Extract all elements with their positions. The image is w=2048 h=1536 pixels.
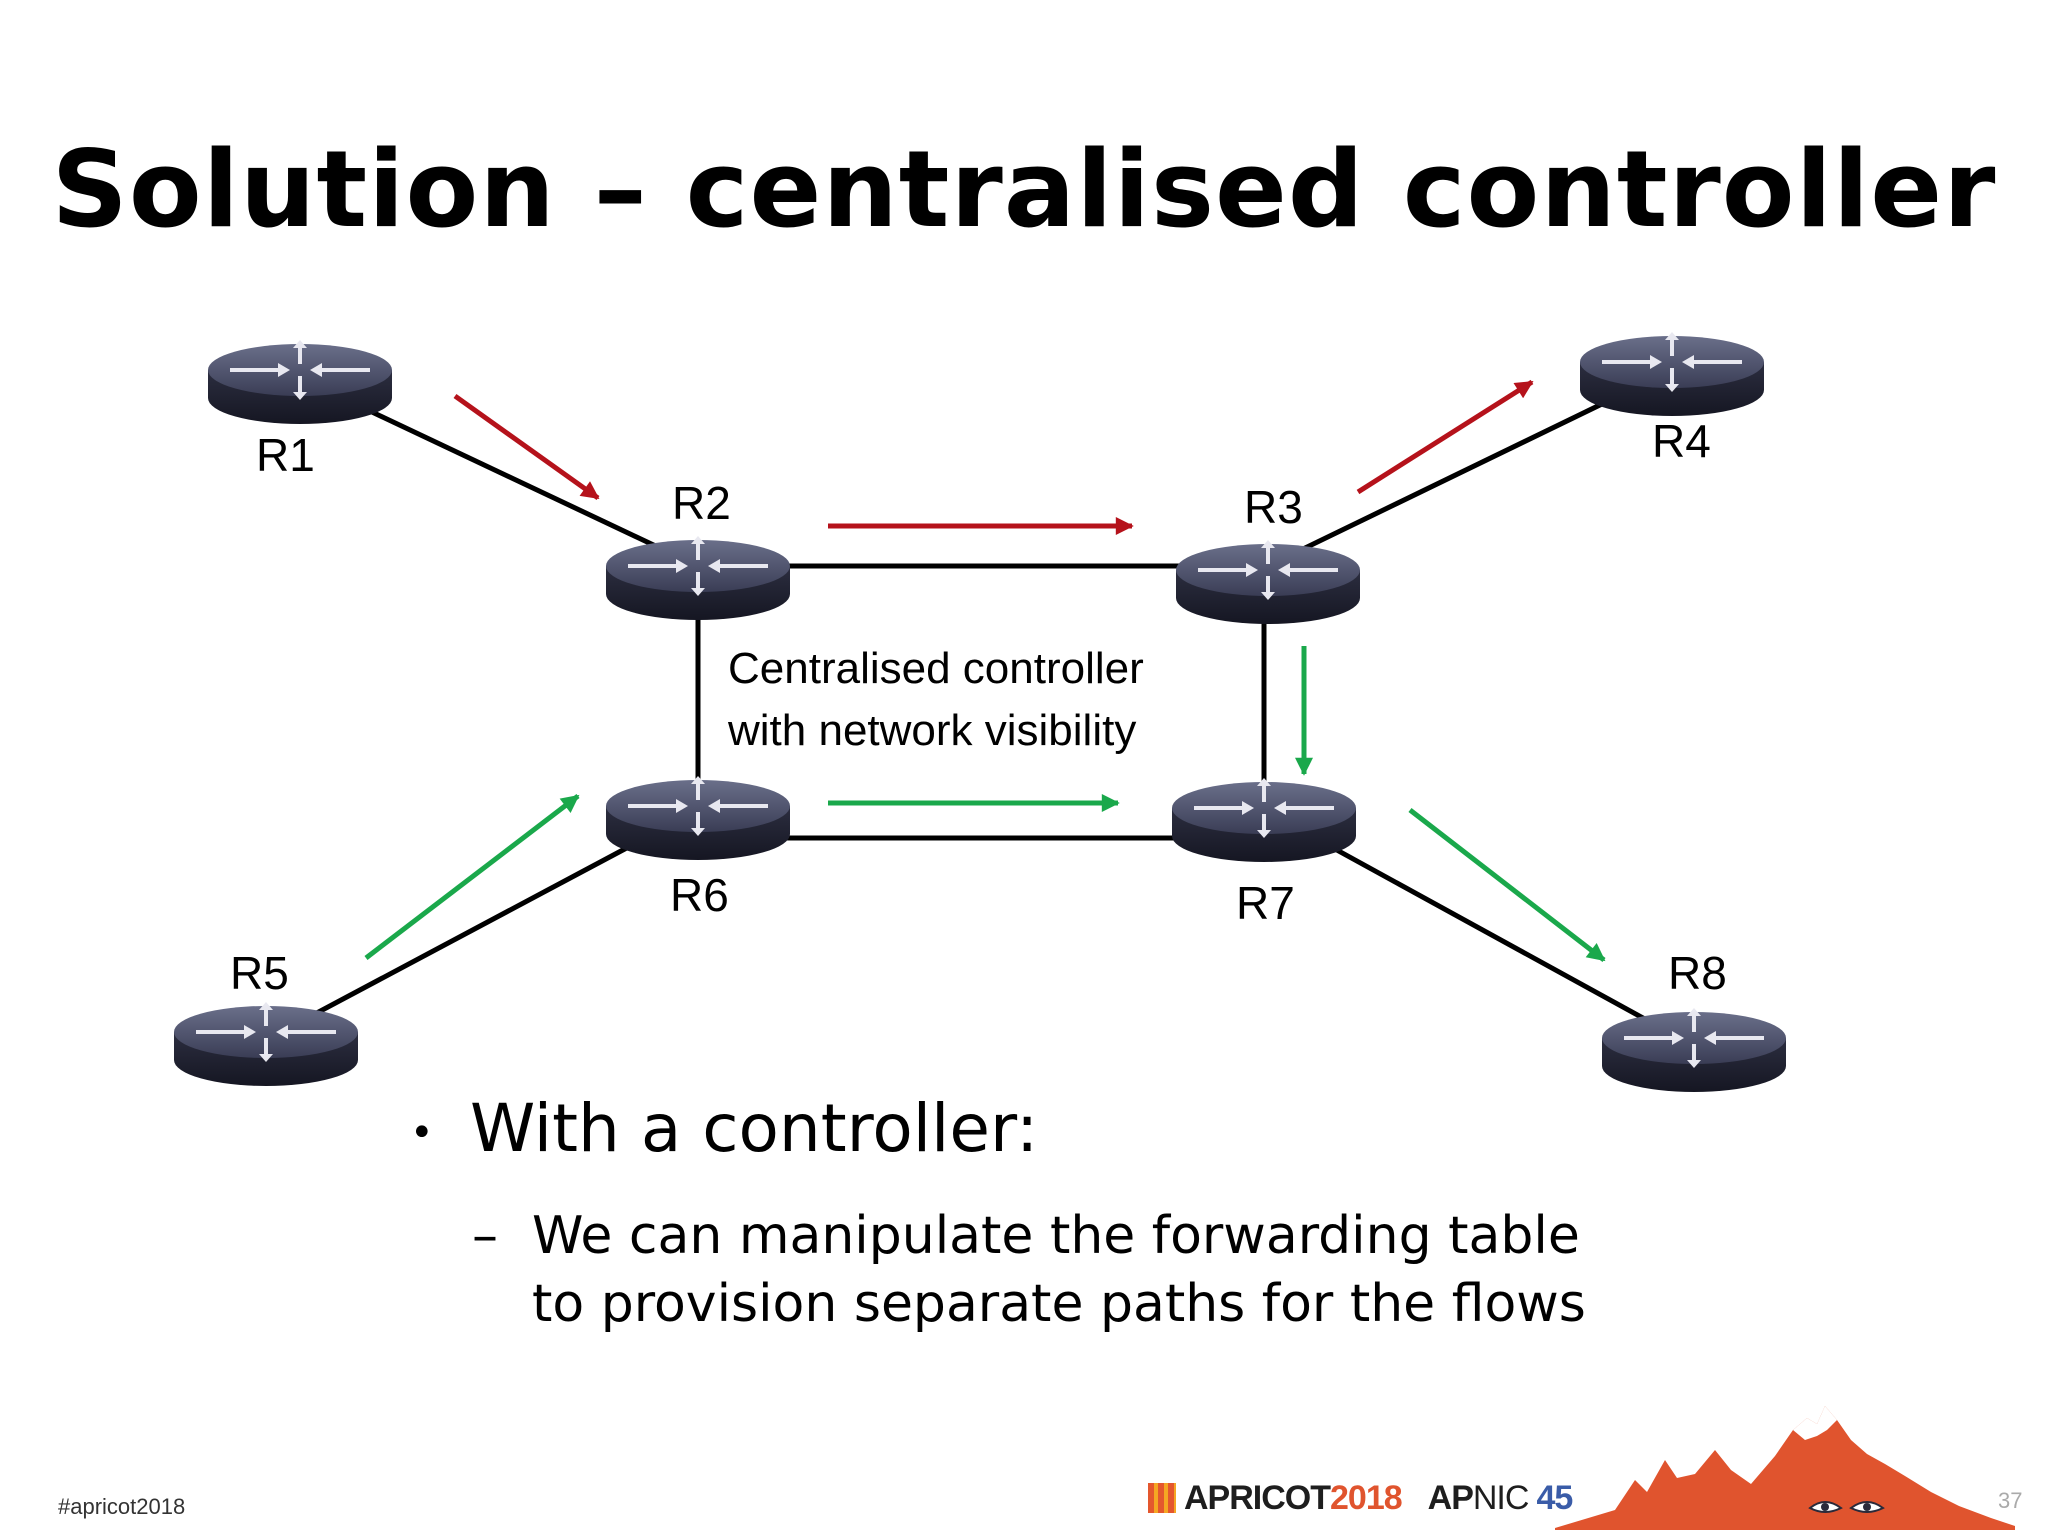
controller-note-line-2: with network visibility — [728, 706, 1137, 755]
page-number: 37 — [1998, 1488, 2023, 1513]
sub-bullet-dash-icon: – — [472, 1206, 498, 1266]
router-r1-icon — [206, 338, 394, 426]
router-r2-icon — [604, 534, 792, 622]
flow-arrow-r7-r8 — [1408, 808, 1606, 962]
apricot-logo: APRICOT2018 — [1184, 1478, 1403, 1517]
router-label-r1: R1 — [256, 429, 315, 481]
main-bullet-text: With a controller: — [470, 1090, 1039, 1167]
router-r7-icon — [1170, 776, 1358, 864]
router-r3-icon — [1174, 538, 1362, 626]
flow-arrow-r1-r2 — [453, 393, 600, 501]
flow-arrow-r5-r6 — [364, 794, 580, 960]
mountain-temple-logo-icon — [1555, 1406, 2015, 1530]
router-label-r8: R8 — [1668, 947, 1727, 999]
router-r5-icon — [172, 1000, 360, 1088]
router-label-r4: R4 — [1652, 415, 1711, 467]
router-label-r3: R3 — [1244, 481, 1303, 533]
router-label-r2: R2 — [672, 477, 731, 529]
router-r8-icon — [1600, 1006, 1788, 1094]
apricot-logo-icon — [1148, 1483, 1176, 1513]
controller-note-line-1: Centralised controller — [728, 644, 1144, 693]
main-bullet: • With a controller: — [410, 1090, 1038, 1167]
bullet-dot-icon: • — [410, 1109, 434, 1156]
sub-bullet-line-1: We can manipulate the forwarding table — [532, 1206, 1580, 1266]
router-label-r6: R6 — [670, 869, 729, 921]
slide-title: Solution – centralised controller — [51, 128, 1997, 251]
flow-arrow-r3-r4 — [1356, 379, 1534, 495]
router-r4-icon — [1578, 330, 1766, 418]
footer-hashtag: #apricot2018 — [58, 1494, 186, 1519]
router-r6-icon — [604, 774, 792, 862]
controller-note: Centralised controller with network visi… — [728, 638, 1144, 762]
router-label-r7: R7 — [1236, 877, 1295, 929]
router-label-r5: R5 — [230, 947, 289, 999]
sub-bullet-line-2: to provision separate paths for the flow… — [532, 1274, 1586, 1334]
